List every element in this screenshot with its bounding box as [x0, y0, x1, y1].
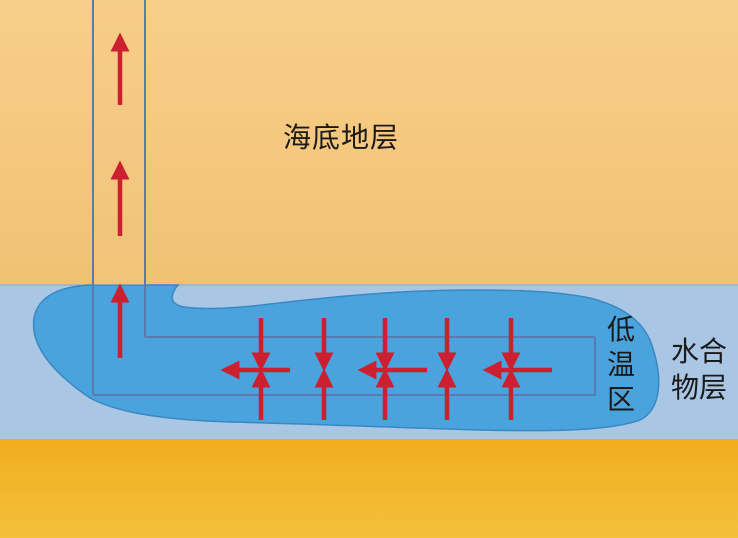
low-temperature-zone	[32, 284, 660, 432]
lower-stratum	[0, 439, 738, 538]
low-temperature-zone-label: 低 温 区	[606, 313, 635, 416]
seabed-layer-label: 海底地层	[283, 121, 400, 154]
hydrate-layer-label: 水合 物层	[670, 335, 727, 404]
